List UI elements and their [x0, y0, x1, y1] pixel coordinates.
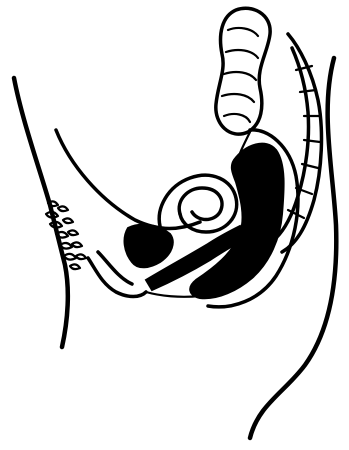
bladder	[125, 225, 173, 268]
front-outline	[14, 78, 68, 347]
pubic-hair	[46, 201, 86, 269]
uterus-fold-inner	[179, 188, 222, 220]
bowel-loop-folds	[222, 28, 258, 122]
